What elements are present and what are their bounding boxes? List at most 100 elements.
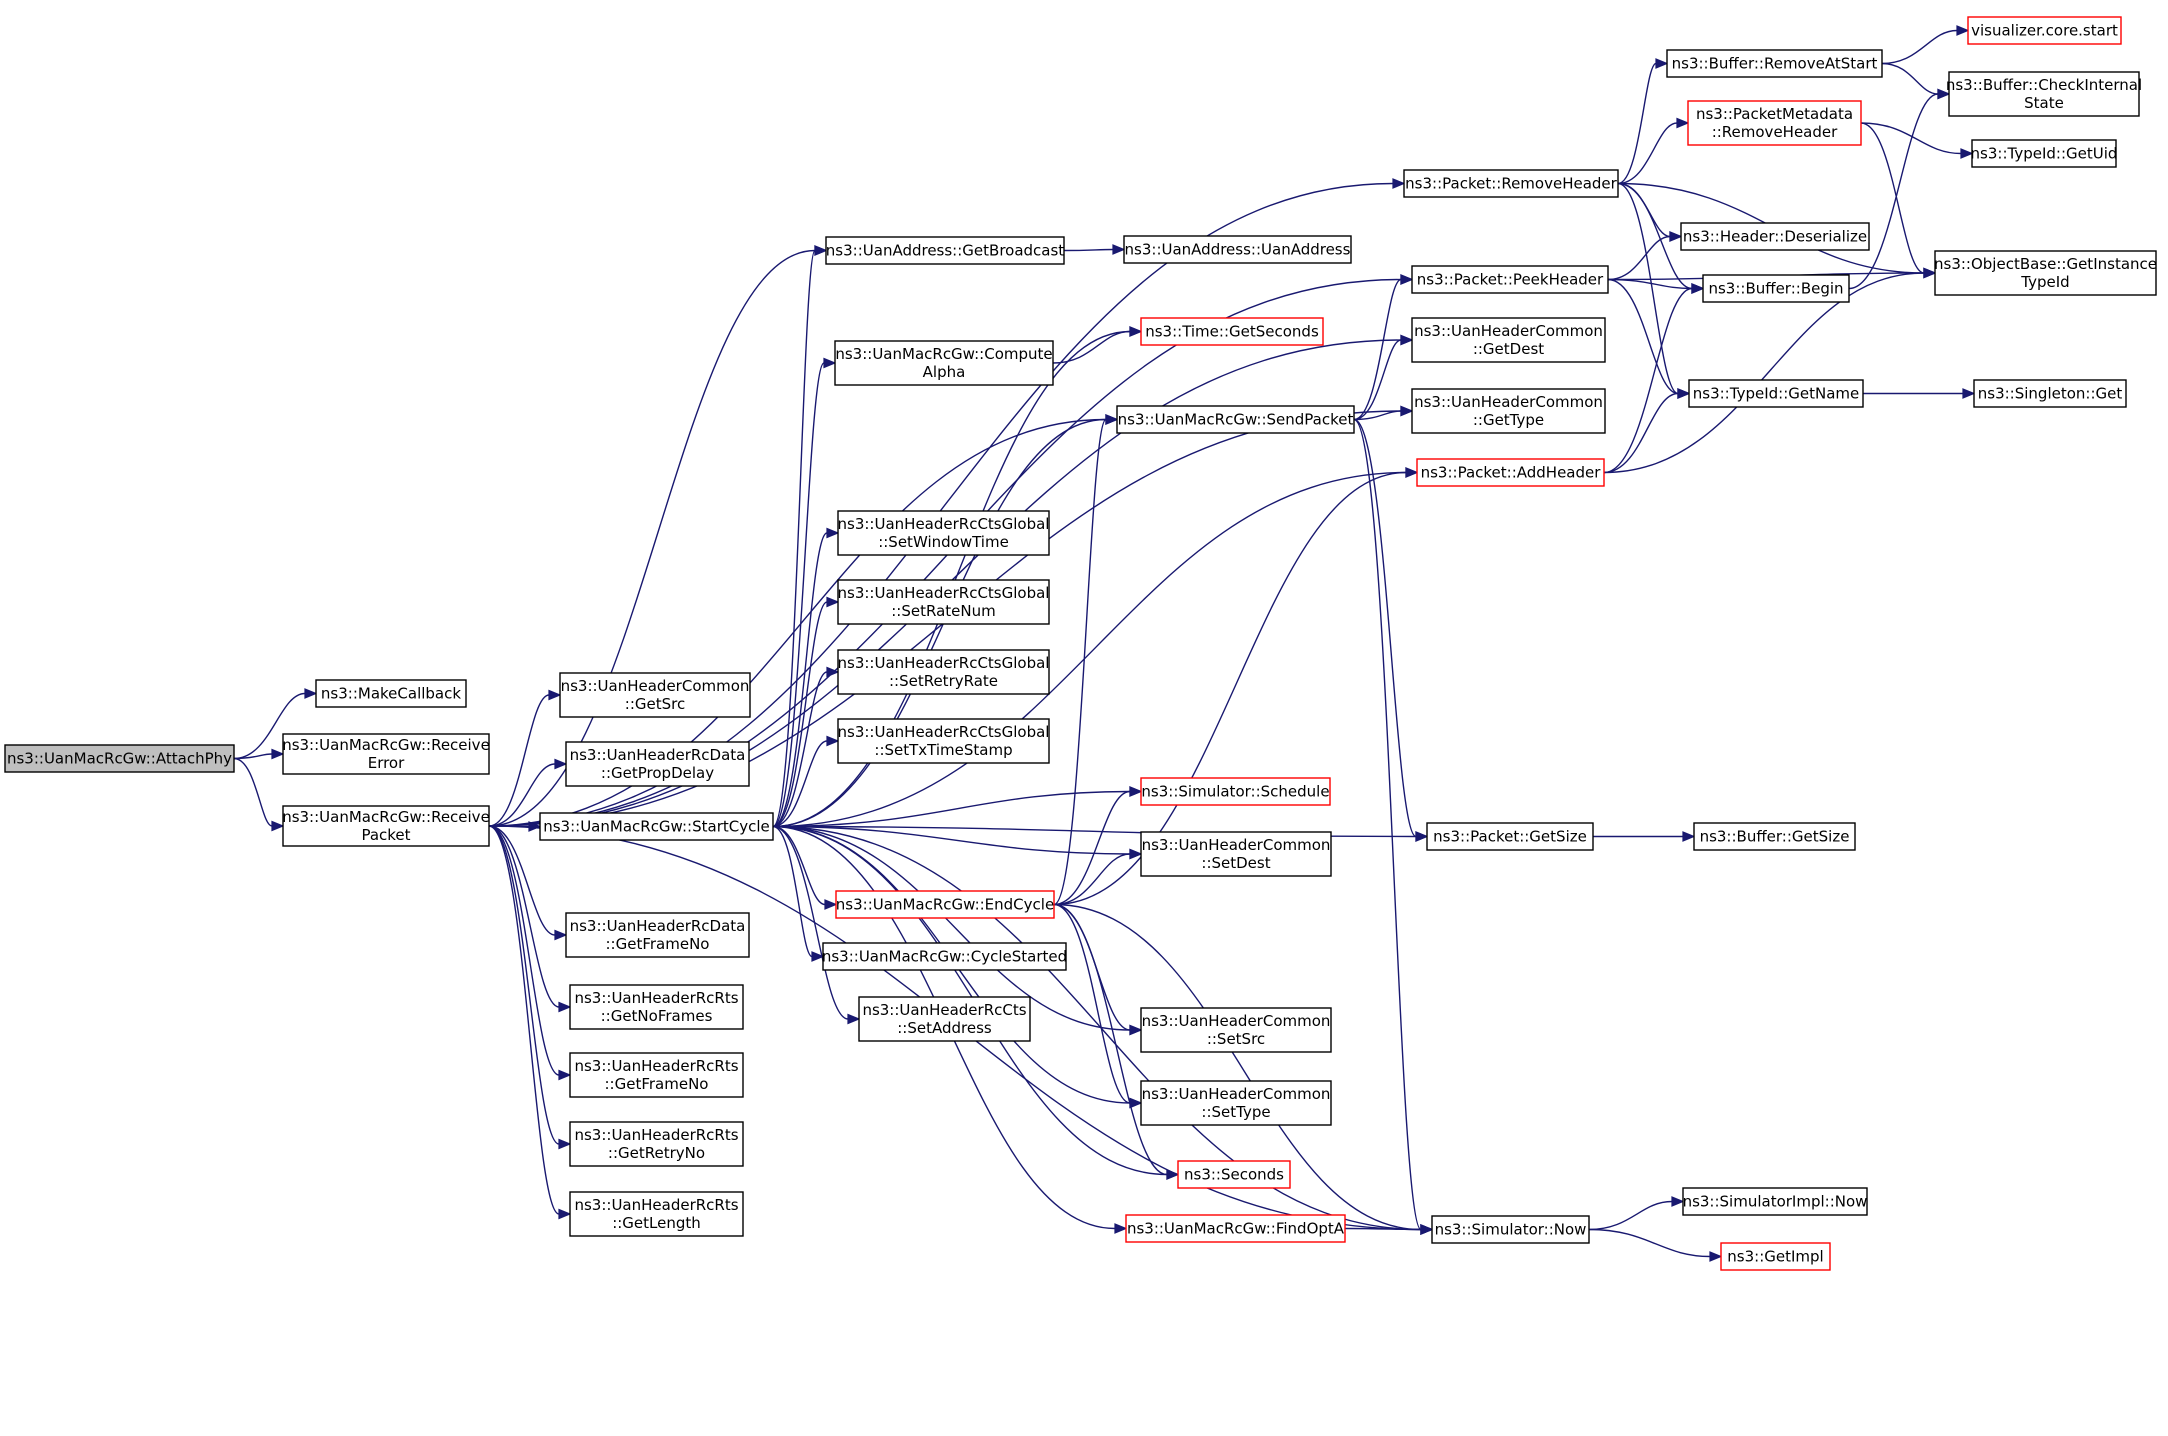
node-pk-peekheader[interactable]: ns3::Packet::PeekHeader [1411,265,1609,294]
node-time-getseconds[interactable]: ns3::Time::GetSeconds [1140,317,1324,346]
node-hdr-deserialize[interactable]: ns3::Header::Deserialize [1680,222,1870,251]
edge-arrowhead [1682,831,1696,842]
edge-pm-removeheader-to-ob-getinstancetypeid [1860,122,1937,279]
node-typeid-getname[interactable]: ns3::TypeId::GetName [1688,379,1864,408]
node-typeid-getuid[interactable]: ns3::TypeId::GetUid [1971,139,2118,168]
node-box [1973,379,2127,408]
edge-line [772,825,1131,855]
node-cyclestarted[interactable]: ns3::UanMacRcGw::CycleStarted [822,942,1067,971]
node-simimpl-now[interactable]: ns3::SimulatorImpl::Now [1682,1187,1868,1216]
edge-arrowhead [811,951,825,962]
node-singleton-get[interactable]: ns3::Singleton::Get [1973,379,2127,408]
edge-receivepacket-to-rcrts-getlength [488,825,572,1220]
node-g-setwindowtime[interactable]: ns3::UanHeaderRcCtsGlobal::SetWindowTime [837,510,1050,556]
edge-endcycle-to-hc-setdest [1053,848,1143,906]
node-pk-addheader[interactable]: ns3::Packet::AddHeader [1416,458,1605,487]
edge-line [1053,903,1168,1176]
node-sim-schedule[interactable]: ns3::Simulator::Schedule [1140,777,1331,806]
node-label-line: ns3::Packet::RemoveHeader [1405,175,1617,193]
edge-arrowhead [1129,848,1143,860]
node-buf-getsize[interactable]: ns3::Buffer::GetSize [1693,822,1856,851]
node-getimpl[interactable]: ns3::GetImpl [1720,1242,1831,1271]
node-startcycle[interactable]: ns3::UanMacRcGw::StartCycle [539,812,774,841]
edge-line [1052,330,1131,364]
node-box [1702,274,1850,303]
node-label-line: ns3::Packet::AddHeader [1421,464,1602,482]
node-makecallback[interactable]: ns3::MakeCallback [315,679,467,708]
edge-line [1053,903,1131,1104]
node-viz-start[interactable]: visualizer.core.start [1967,16,2122,45]
node-hc-getsrc[interactable]: ns3::UanHeaderCommon::GetSrc [559,672,751,718]
edge-receivepacket-to-ua-getbroadcast [488,245,828,827]
edge-line [1603,392,1679,474]
node-hc-settype[interactable]: ns3::UanHeaderCommon::SetType [1140,1080,1332,1126]
node-rcdata-getframeno[interactable]: ns3::UanHeaderRcData::GetFrameNo [565,912,750,958]
node-rcdata-getpropdelay[interactable]: ns3::UanHeaderRcData::GetPropDelay [565,741,750,787]
edge-line [1353,418,1417,838]
node-ua-uanaddress[interactable]: ns3::UanAddress::UanAddress [1123,235,1352,264]
node-label-line: ns3::Header::Deserialize [1683,228,1867,246]
node-box [1116,405,1355,434]
node-rcrts-getretryno[interactable]: ns3::UanHeaderRcRts::GetRetryNo [569,1121,744,1167]
edge-findopta-to-sim-now [1344,1224,1434,1235]
node-endcycle[interactable]: ns3::UanMacRcGw::EndCycle [835,890,1055,919]
node-rcrts-getlength[interactable]: ns3::UanHeaderRcRts::GetLength [569,1191,744,1237]
node-g-settxtimestamp[interactable]: ns3::UanHeaderRcCtsGlobal::SetTxTimeStam… [837,718,1050,764]
node-label-line: ns3::UanHeaderRcCtsGlobal [838,584,1050,602]
edge-arrowhead [826,596,840,608]
edge-line [1053,853,1131,906]
node-rcrts-getframeno[interactable]: ns3::UanHeaderRcRts::GetFrameNo [569,1052,744,1098]
node-rccts-setaddress[interactable]: ns3::UanHeaderRcCts::SetAddress [858,996,1031,1042]
edge-typeid-getname-to-singleton-get [1863,388,1976,399]
node-pk-removeheader[interactable]: ns3::Packet::RemoveHeader [1403,169,1619,198]
edge-arrowhead [1112,244,1126,255]
node-label-line: ns3::TypeId::GetName [1693,385,1859,403]
node-ua-getbroadcast[interactable]: ns3::UanAddress::GetBroadcast [825,236,1065,265]
node-rcrts-getnoframes[interactable]: ns3::UanHeaderRcRts::GetNoFrames [569,984,744,1030]
node-g-setretryrate[interactable]: ns3::UanHeaderRcCtsGlobal::SetRetryRate [837,649,1050,695]
node-box [1426,822,1594,851]
node-label-line: ns3::UanHeaderRcData [570,917,746,935]
node-label-line: ns3::Buffer::CheckInternal [1946,76,2142,94]
node-g-setratenum[interactable]: ns3::UanHeaderRcCtsGlobal::SetRateNum [837,579,1050,625]
edge-line [1607,235,1671,281]
node-sendpacket[interactable]: ns3::UanMacRcGw::SendPacket [1116,405,1355,434]
node-attachphy[interactable]: ns3::UanMacRcGw::AttachPhy [4,744,235,773]
edge-arrowhead [1415,831,1429,842]
edge-arrowhead [1691,283,1705,294]
node-label-line: ::SetRateNum [891,602,995,620]
node-hc-gettype[interactable]: ns3::UanHeaderCommon::GetType [1411,388,1606,434]
node-label-line: ns3::UanHeaderRcCtsGlobal [838,515,1050,533]
edge-arrowhead [1400,274,1414,285]
edge-line [1063,248,1114,252]
edge-endcycle-to-sim-schedule [1053,786,1143,906]
node-label-line: ns3::UanMacRcGw::Receive [282,808,490,826]
node-hc-getdest[interactable]: ns3::UanHeaderCommon::GetDest [1411,317,1606,363]
edge-line [488,825,560,1008]
node-sim-now[interactable]: ns3::Simulator::Now [1431,1215,1590,1244]
node-box [1666,49,1883,78]
node-box [315,679,467,708]
edge-arrowhead [1655,58,1669,69]
node-pm-removeheader[interactable]: ns3::PacketMetadata::RemoveHeader [1687,100,1862,146]
node-box [1140,777,1331,806]
edge-line [1053,418,1107,906]
node-seconds[interactable]: ns3::Seconds [1177,1160,1291,1189]
node-hc-setsrc[interactable]: ns3::UanHeaderCommon::SetSrc [1140,1007,1332,1053]
node-findopta[interactable]: ns3::UanMacRcGw::FindOptA [1125,1214,1346,1243]
edge-endcycle-to-seconds [1053,903,1180,1180]
node-hc-setdest[interactable]: ns3::UanHeaderCommon::SetDest [1140,831,1332,877]
edge-endcycle-to-pk-addheader [1053,467,1419,906]
node-pk-getsize[interactable]: ns3::Packet::GetSize [1426,822,1594,851]
node-buf-begin[interactable]: ns3::Buffer::Begin [1702,274,1850,303]
node-label-line: ns3::UanHeaderCommon [1142,1012,1331,1030]
edge-ua-getbroadcast-to-ua-uanaddress [1063,244,1126,255]
node-box [1140,1007,1332,1053]
node-buf-removeatstart[interactable]: ns3::Buffer::RemoveAtStart [1666,49,1883,78]
node-label-line: ns3::UanMacRcGw::SendPacket [1118,411,1354,429]
